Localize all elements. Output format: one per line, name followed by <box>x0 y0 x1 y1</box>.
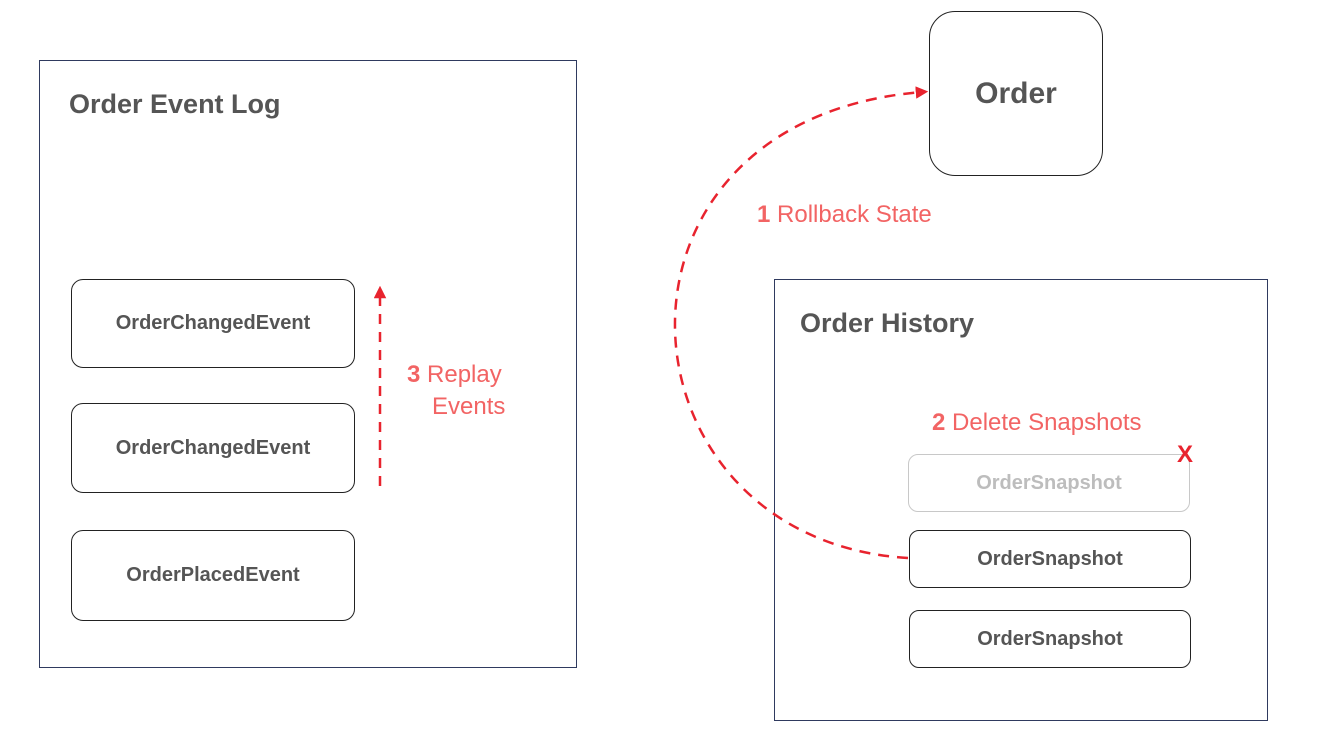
rollback-arrow <box>673 86 929 560</box>
rollback-step-number: 1 <box>757 201 771 228</box>
event-order-changed-1: OrderChangedEvent <box>71 279 355 368</box>
event-order-changed-2: OrderChangedEvent <box>71 403 355 493</box>
snapshot-rollback-target: OrderSnapshot <box>909 530 1191 588</box>
rollback-text: Rollback State <box>777 201 932 228</box>
delete-snapshots-label: 2 Delete Snapshots <box>932 407 1142 439</box>
order-event-log-title: Order Event Log <box>69 89 281 119</box>
order-history-title: Order History <box>800 308 975 338</box>
replay-text-line1: Replay <box>427 361 502 388</box>
replay-text-line2: Events <box>432 393 506 421</box>
snapshot-oldest: OrderSnapshot <box>909 610 1191 668</box>
delete-x-icon: X <box>1177 441 1194 468</box>
snapshot-deleted: OrderSnapshot <box>908 454 1190 512</box>
order-aggregate: Order <box>929 11 1103 176</box>
event-order-placed: OrderPlacedEvent <box>71 530 355 621</box>
delete-step-number: 2 <box>932 409 946 436</box>
delete-text: Delete Snapshots <box>952 409 1142 436</box>
replay-step-number: 3 <box>407 361 421 388</box>
rollback-state-label: 1 Rollback State <box>757 199 932 231</box>
replay-events-label: 3 Replay Events <box>407 359 505 424</box>
